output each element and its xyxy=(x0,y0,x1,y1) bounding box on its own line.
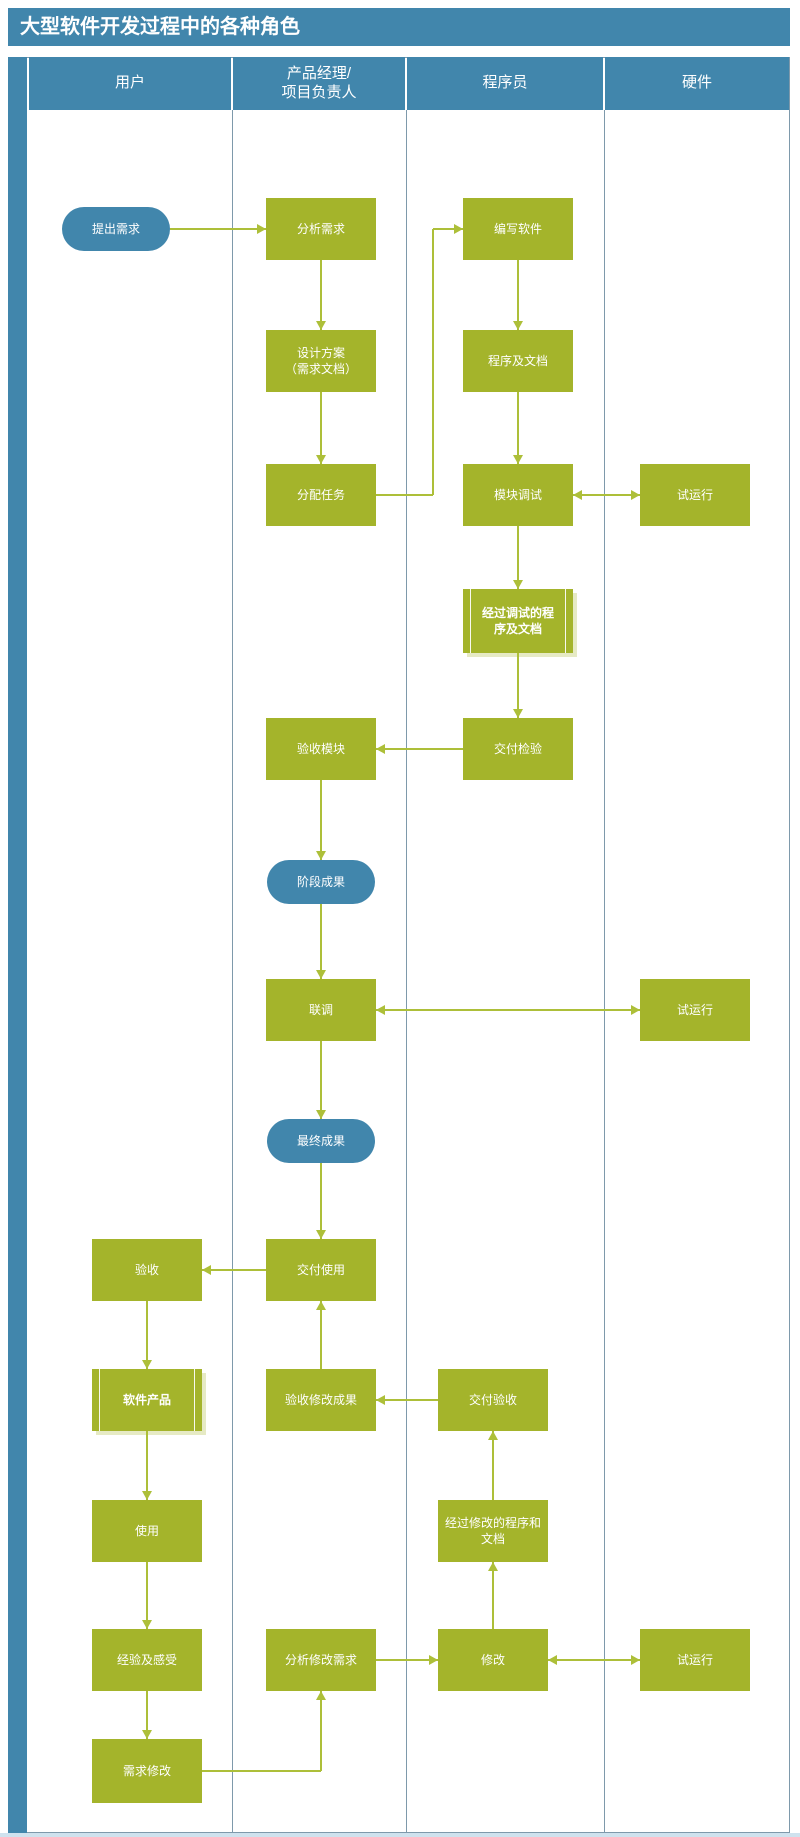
edge-segment xyxy=(320,1691,322,1771)
node-chengxuwendang[interactable]: 程序及文档 xyxy=(463,330,573,392)
edge-segment xyxy=(202,1770,321,1772)
arrowhead-left xyxy=(376,744,385,754)
edge-segment xyxy=(202,1269,266,1271)
arrowhead-left xyxy=(376,1395,385,1405)
arrowhead-down xyxy=(142,1360,152,1369)
edge-segment xyxy=(320,780,322,860)
arrowhead-left xyxy=(548,1655,557,1665)
edge-segment xyxy=(432,229,434,495)
edge-segment xyxy=(320,1163,322,1239)
arrowhead-up xyxy=(316,1691,326,1700)
edge-segment xyxy=(320,1041,322,1119)
edge-segment xyxy=(517,260,519,330)
arrowhead-right xyxy=(429,1655,438,1665)
edge-segment xyxy=(376,494,433,496)
edge-segment xyxy=(492,1562,494,1629)
arrowhead-left xyxy=(573,490,582,500)
arrowhead-down xyxy=(316,1230,326,1239)
node-liandiao[interactable]: 联调 xyxy=(266,979,376,1041)
edge-segment xyxy=(433,228,463,230)
arrowhead-right xyxy=(257,224,266,234)
node-bianxieruanjian[interactable]: 编写软件 xyxy=(463,198,573,260)
arrowhead-up xyxy=(488,1431,498,1440)
node-jingyan[interactable]: 经验及感受 xyxy=(92,1629,202,1691)
arrowhead-up xyxy=(488,1562,498,1571)
arrowhead-right xyxy=(631,490,640,500)
node-tichuxuqiu[interactable]: 提出需求 xyxy=(62,207,170,251)
lane-header-hardware: 硬件 xyxy=(605,57,789,110)
node-fenpeirenwu[interactable]: 分配任务 xyxy=(266,464,376,526)
arrowhead-down xyxy=(316,851,326,860)
node-shiyunxing2[interactable]: 试运行 xyxy=(640,979,750,1041)
edge-segment xyxy=(492,1431,494,1500)
node-shiyong[interactable]: 使用 xyxy=(92,1500,202,1562)
arrowhead-down xyxy=(513,321,523,330)
edge-segment xyxy=(146,1431,148,1500)
lane-header-programmer: 程序员 xyxy=(407,57,603,110)
arrowhead-down xyxy=(316,321,326,330)
arrowhead-down xyxy=(316,455,326,464)
node-fenxixuqiu[interactable]: 分析需求 xyxy=(266,198,376,260)
edge-segment xyxy=(320,1301,322,1369)
edge-segment xyxy=(517,392,519,464)
arrowhead-down xyxy=(142,1730,152,1739)
node-jingguotiaoshi[interactable]: 经过调试的程 序及文档 xyxy=(463,589,573,653)
node-jieduanchengguo[interactable]: 阶段成果 xyxy=(267,860,375,904)
node-yanshoumokuai[interactable]: 验收模块 xyxy=(266,718,376,780)
edge-segment xyxy=(376,1659,438,1661)
arrowhead-down xyxy=(513,709,523,718)
node-fenxixiugaixuqiu[interactable]: 分析修改需求 xyxy=(266,1629,376,1691)
node-mokuaitiaoshi[interactable]: 模块调试 xyxy=(463,464,573,526)
node-xiugai[interactable]: 修改 xyxy=(438,1629,548,1691)
lane-divider xyxy=(604,110,605,1832)
edge-segment xyxy=(376,748,463,750)
node-shiyunxing3[interactable]: 试运行 xyxy=(640,1629,750,1691)
node-shejifangan[interactable]: 设计方案 （需求文档） xyxy=(266,330,376,392)
swimlane-left-strip xyxy=(8,57,27,1833)
edge-segment xyxy=(573,494,640,496)
node-yanshou[interactable]: 验收 xyxy=(92,1239,202,1301)
edge-segment xyxy=(376,1009,640,1011)
node-yanshouxiugaichengguo[interactable]: 验收修改成果 xyxy=(266,1369,376,1431)
edge-segment xyxy=(146,1562,148,1629)
lane-divider xyxy=(232,110,233,1832)
bottom-accent-band xyxy=(0,1833,800,1837)
edge-segment xyxy=(548,1659,640,1661)
arrowhead-right xyxy=(631,1655,640,1665)
arrowhead-down xyxy=(513,455,523,464)
arrowhead-down xyxy=(316,1110,326,1119)
node-ruanjianchanpin[interactable]: 软件产品 xyxy=(92,1369,202,1431)
lane-header-product-manager: 产品经理/ 项目负责人 xyxy=(233,57,405,110)
node-shiyunxing1[interactable]: 试运行 xyxy=(640,464,750,526)
arrowhead-right xyxy=(631,1005,640,1015)
arrowhead-down xyxy=(142,1620,152,1629)
edge-segment xyxy=(376,1399,438,1401)
arrowhead-up xyxy=(316,1301,326,1310)
arrowhead-down xyxy=(142,1491,152,1500)
edge-segment xyxy=(517,526,519,589)
arrowhead-left xyxy=(202,1265,211,1275)
edge-segment xyxy=(517,653,519,718)
node-xuqiuxiugai[interactable]: 需求修改 xyxy=(92,1739,202,1803)
lane-divider xyxy=(406,110,407,1832)
node-jiaofuyanshou[interactable]: 交付验收 xyxy=(438,1369,548,1431)
edge-segment xyxy=(320,904,322,979)
lane-header-user: 用户 xyxy=(29,57,231,110)
edge-segment xyxy=(320,392,322,464)
node-jiaofushiyong[interactable]: 交付使用 xyxy=(266,1239,376,1301)
arrowhead-left xyxy=(376,1005,385,1015)
edge-segment xyxy=(146,1301,148,1369)
arrowhead-right xyxy=(454,224,463,234)
edge-segment xyxy=(320,260,322,330)
edge-segment xyxy=(170,228,266,230)
node-jiaofujianyan[interactable]: 交付检验 xyxy=(463,718,573,780)
swimlane-frame xyxy=(8,57,790,1833)
arrowhead-down xyxy=(513,580,523,589)
page-title: 大型软件开发过程中的各种角色 xyxy=(8,8,790,46)
edge-segment xyxy=(146,1691,148,1739)
node-zuizhongchengguo[interactable]: 最终成果 xyxy=(267,1119,375,1163)
arrowhead-down xyxy=(316,970,326,979)
node-jingguoxiugai[interactable]: 经过修改的程序和 文档 xyxy=(438,1500,548,1562)
